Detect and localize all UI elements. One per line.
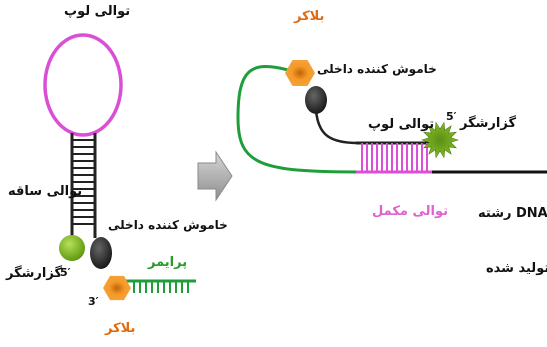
internal-quencher-label-right: خاموش کننده داخلی xyxy=(317,62,437,76)
primer-ticks xyxy=(133,281,189,293)
right-arrow-icon xyxy=(197,150,233,202)
complement-sequence-label: توالی مکمل xyxy=(372,204,448,219)
stem-sequence-label: توالی ساقه xyxy=(8,184,83,199)
quencher-3prime-label: 3′ xyxy=(88,295,99,308)
reporter-label-right: گزارشگر xyxy=(460,116,517,131)
blocker-label-right: بلاکر xyxy=(294,9,325,24)
hybrid-base-pairs xyxy=(361,143,428,172)
loop-sequence-label-right: توالی لوپ xyxy=(368,117,435,132)
dna-strand-label: رشته DNA xyxy=(478,206,547,221)
linker-strand xyxy=(314,109,359,145)
produced-label: تولید شده xyxy=(486,261,547,276)
quencher-ball xyxy=(90,237,112,269)
loop-circle xyxy=(43,33,123,137)
reporter-label: گزارشگر xyxy=(6,266,63,281)
reporter-starburst-icon xyxy=(421,121,459,159)
reporter-5prime-label: 5′ xyxy=(60,266,71,279)
blocker-label: بلاکر xyxy=(105,321,136,336)
reporter-ball xyxy=(59,235,85,261)
blocker-hexagon-icon xyxy=(285,60,315,86)
blocker-hexagon-icon xyxy=(103,275,131,301)
quencher-ball-right xyxy=(305,86,327,114)
opened-loop-strand xyxy=(236,65,361,174)
primer-label: پرایمر xyxy=(148,255,188,270)
internal-quencher-label: خاموش کننده داخلی xyxy=(108,218,228,232)
reporter-5prime-label-right: 5′ xyxy=(446,110,457,123)
stem-base-pairs xyxy=(72,139,95,225)
loop-sequence-label: توالی لوپ xyxy=(64,4,131,19)
